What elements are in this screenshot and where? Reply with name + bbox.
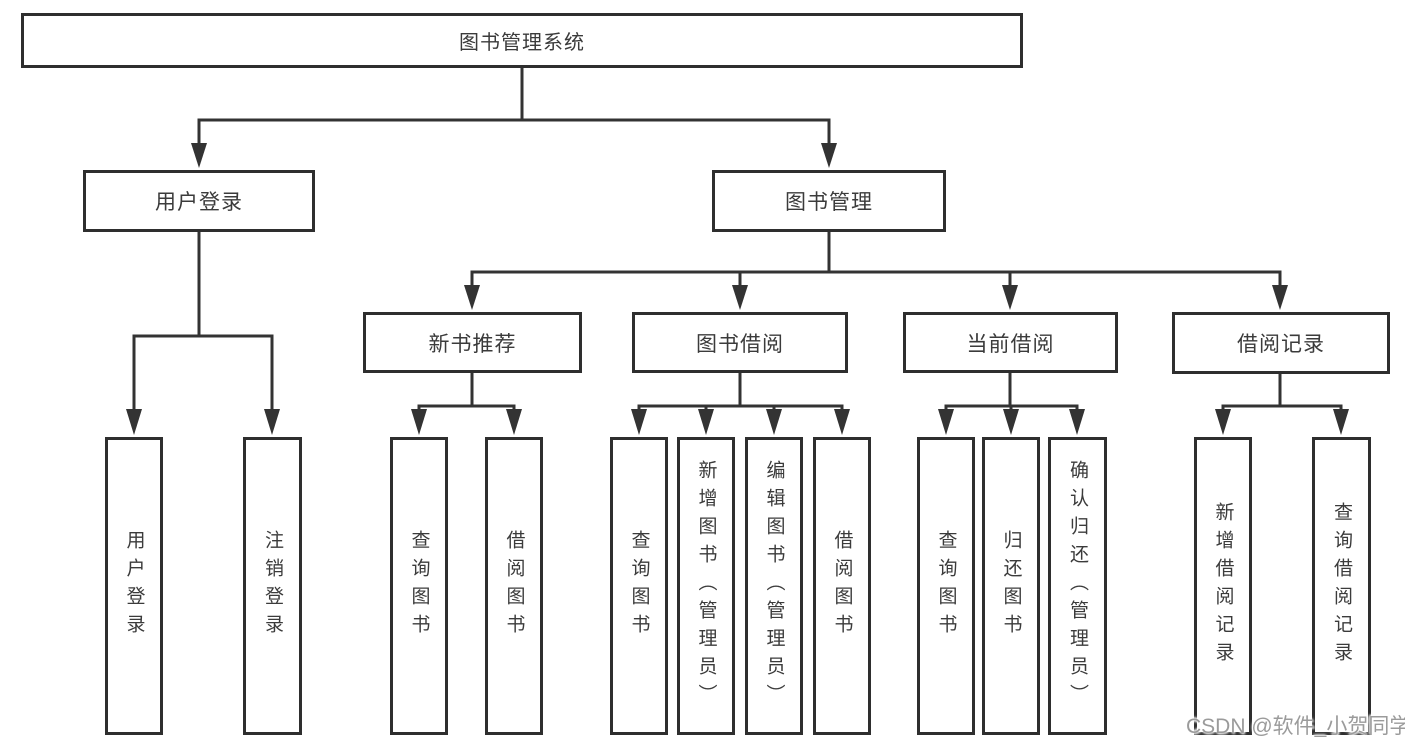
node-book-management: 图书管理 [712, 170, 946, 232]
leaf-user-login: 用户登录 [105, 437, 163, 735]
connector-new-book-recommend-children [411, 371, 522, 435]
leaf-current-return-books: 归还图书 [982, 437, 1040, 735]
node-current-borrow: 当前借阅 [903, 312, 1118, 373]
leaf-borrow-add-books-admin: 新增图书（管理员） [677, 437, 735, 735]
leaf-current-confirm-return-admin: 确认归还（管理员） [1048, 437, 1107, 735]
leaf-borrow-query-books: 查询图书 [610, 437, 668, 735]
node-user-login: 用户登录 [83, 170, 315, 232]
leaf-recommend-query-books: 查询图书 [390, 437, 448, 735]
leaf-recommend-borrow-books: 借阅图书 [485, 437, 543, 735]
connector-borrow-records-children [1215, 371, 1349, 435]
node-borrow-records: 借阅记录 [1172, 312, 1390, 374]
node-book-borrow: 图书借阅 [632, 312, 848, 373]
connector-book-borrow-children [631, 371, 850, 435]
connector-current-borrow-children [938, 371, 1085, 435]
node-new-book-recommend: 新书推荐 [363, 312, 582, 373]
connector-user-login-children [126, 230, 280, 435]
leaf-borrow-edit-books-admin: 编辑图书（管理员） [745, 437, 803, 735]
node-library-system: 图书管理系统 [21, 13, 1023, 68]
watermark-text: CSDN @软件_小贺同学 [1186, 715, 1405, 738]
leaf-logout: 注销登录 [243, 437, 302, 735]
connector-book-management-children [464, 230, 1288, 310]
connector-root-to-level1 [191, 66, 837, 168]
leaf-borrow-borrow-books: 借阅图书 [813, 437, 871, 735]
leaf-current-query-books: 查询图书 [917, 437, 975, 735]
leaf-records-query-borrow-record: 查询借阅记录 [1312, 437, 1371, 735]
leaf-records-add-borrow-record: 新增借阅记录 [1194, 437, 1252, 735]
